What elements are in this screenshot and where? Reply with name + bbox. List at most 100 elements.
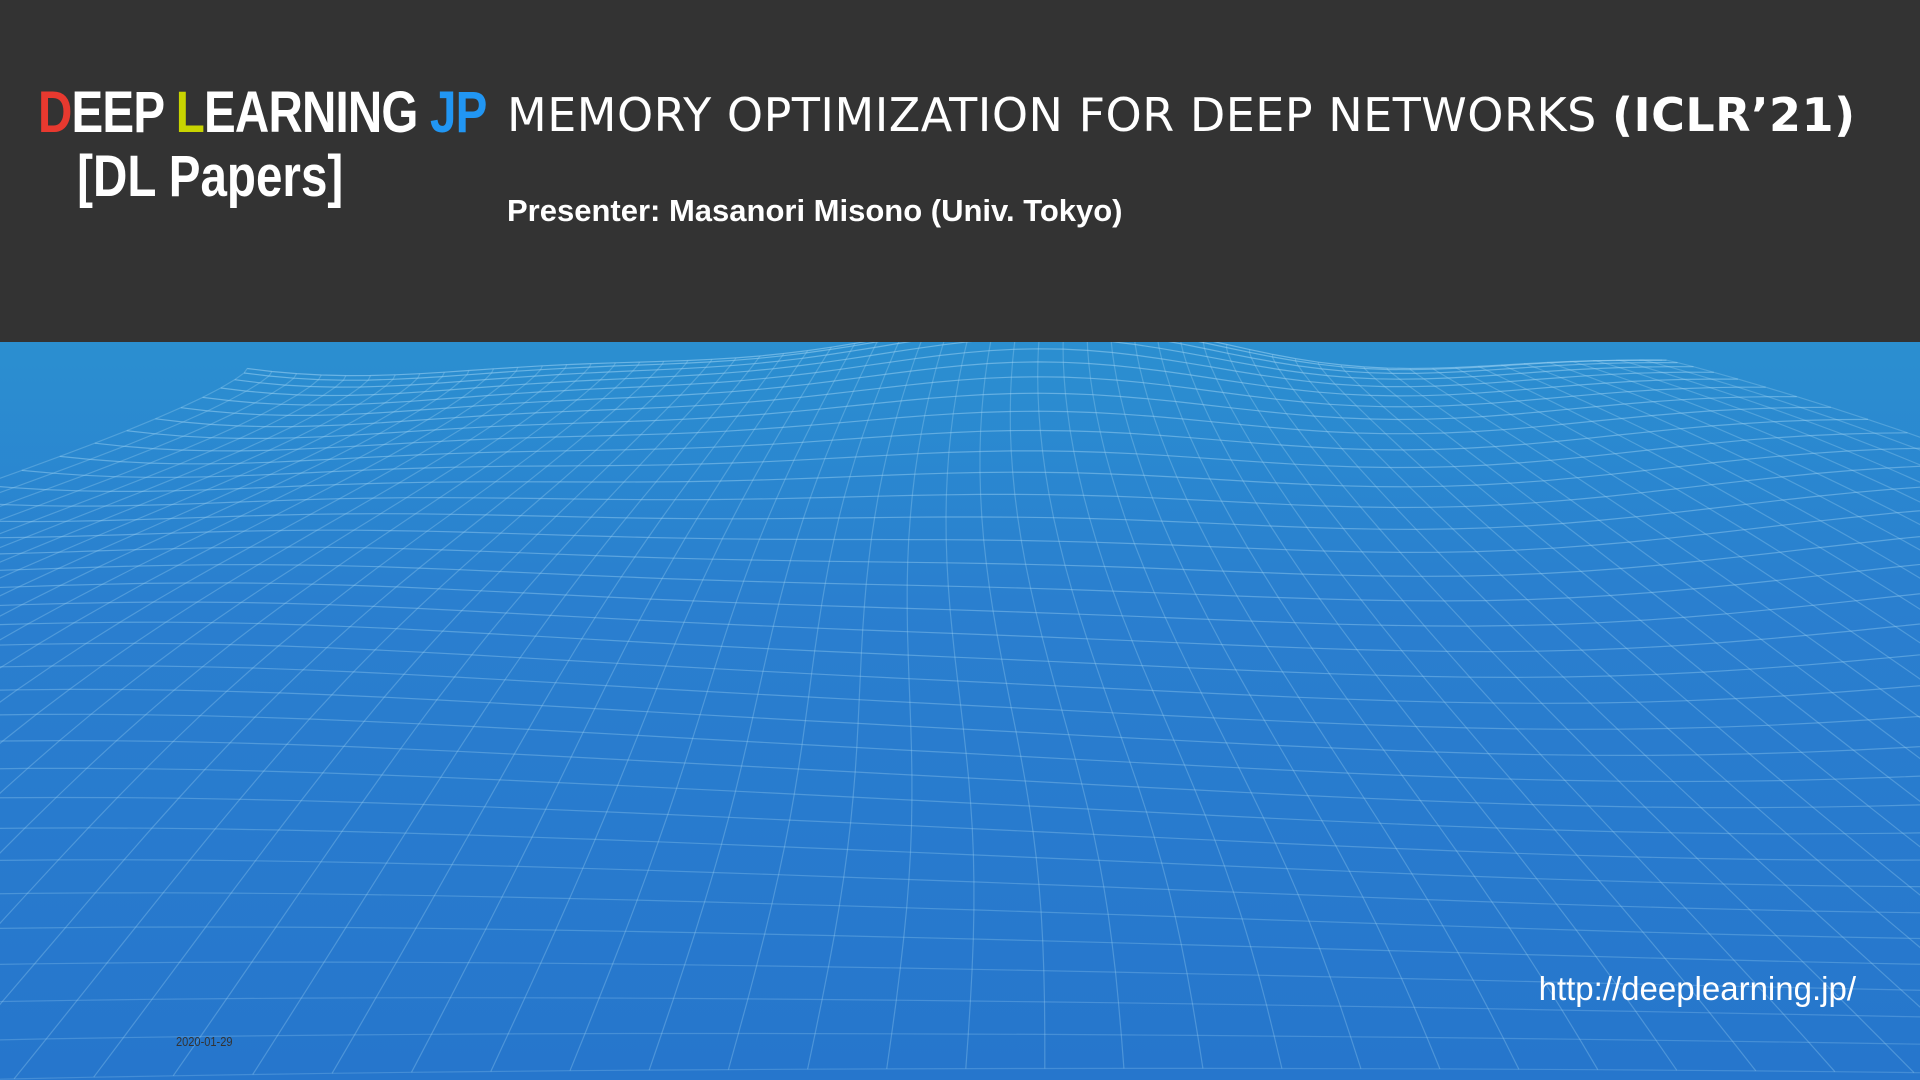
mesh-line <box>1110 342 1441 1070</box>
logo-wordmark: DEEP LEARNING JP <box>38 84 487 142</box>
mesh-line <box>0 713 1920 783</box>
mesh-line <box>1340 364 1920 848</box>
mesh-line <box>0 364 568 745</box>
mesh-line <box>490 346 832 1072</box>
mesh-line <box>1386 367 1920 760</box>
mesh-line <box>234 342 1678 388</box>
mesh-line <box>1523 363 1920 551</box>
mesh-line <box>1180 342 1678 1071</box>
mesh-line <box>21 432 1908 478</box>
mesh-line <box>0 465 1920 509</box>
mesh-line <box>0 486 1920 531</box>
mesh-line <box>0 375 372 549</box>
title-header-band: DEEP LEARNING JP [DL Papers] MEMORY OPTI… <box>0 0 1920 342</box>
mesh-line <box>1363 366 1920 803</box>
mesh-line <box>1432 367 1920 680</box>
mesh-line <box>886 342 945 1069</box>
website-url: http://deeplearning.jp/ <box>1538 970 1856 1007</box>
mesh-line <box>0 827 1920 888</box>
mesh-line <box>0 621 1920 679</box>
mesh-line <box>1615 359 1920 466</box>
slide-title-text: MEMORY OPTIMIZATION FOR DEEP NETWORKS <box>507 88 1597 142</box>
mesh-line <box>180 361 1738 416</box>
mesh-line <box>1062 342 1283 1069</box>
logo-segment: EARNING <box>204 80 430 145</box>
mesh-line <box>1455 366 1920 644</box>
mesh-line <box>0 665 1920 730</box>
mesh-line <box>0 365 543 703</box>
mesh-line <box>807 342 922 1070</box>
mesh-line <box>202 348 1714 406</box>
mesh-line <box>155 376 1766 428</box>
mesh-line <box>1409 368 1920 719</box>
mesh-line <box>0 371 273 494</box>
mesh-line <box>0 688 1920 757</box>
logo-segment: JP <box>429 80 487 145</box>
mesh-line <box>0 1067 1920 1080</box>
mesh-line <box>1134 342 1520 1070</box>
mesh-line <box>1009 342 1125 1069</box>
mesh-line <box>1157 342 1599 1071</box>
mesh-line <box>0 582 1920 627</box>
mesh-line <box>0 997 1920 1018</box>
mesh-line <box>410 350 809 1073</box>
mesh-line <box>0 536 1920 577</box>
mesh-line <box>0 563 1920 602</box>
mesh-line <box>0 368 495 641</box>
mesh-line <box>94 406 1831 452</box>
mesh-line <box>126 392 1797 439</box>
mesh-line <box>0 961 1920 991</box>
mesh-line <box>331 353 785 1074</box>
mesh-line <box>0 370 470 617</box>
mesh-line <box>220 342 1694 397</box>
mesh-line <box>1248 349 1915 1074</box>
mesh-line <box>0 892 1920 940</box>
mesh-line <box>1569 360 1920 503</box>
mesh-line <box>1294 358 1920 949</box>
mesh-line <box>13 360 689 1080</box>
mesh-line <box>0 375 347 535</box>
mesh-line <box>1086 342 1362 1069</box>
logo-segment: D <box>38 80 72 145</box>
mesh-line <box>0 642 1920 704</box>
mesh-line <box>0 371 445 597</box>
mesh-line <box>569 343 856 1071</box>
mesh-line <box>979 342 1046 1069</box>
mesh-line <box>0 361 665 1006</box>
mesh-line <box>0 926 1920 965</box>
mesh-line <box>945 342 975 1069</box>
mesh-line <box>1662 359 1920 438</box>
mesh-line <box>1271 354 1920 1008</box>
mesh-line <box>1317 362 1920 896</box>
mesh-line <box>727 342 900 1070</box>
mesh-line <box>93 358 713 1078</box>
dl-jp-logo: DEEP LEARNING JP [DL Papers] <box>38 84 487 206</box>
mesh-line <box>1225 344 1836 1073</box>
mesh-line <box>0 368 248 479</box>
mesh-line <box>1037 342 1204 1069</box>
mesh-line <box>1500 364 1920 579</box>
mesh-line <box>244 342 1667 381</box>
mesh-line <box>0 796 1920 861</box>
conference-tag: (ICLR’21) <box>1611 88 1856 142</box>
mesh-line <box>0 767 1920 835</box>
mesh-line <box>1592 360 1920 483</box>
mesh-line <box>1477 365 1920 610</box>
mesh-line <box>1639 359 1920 451</box>
slide-title: MEMORY OPTIMIZATION FOR DEEP NETWORKS (I… <box>507 88 1856 142</box>
slide-date: 2020-01-29 <box>176 1034 233 1049</box>
mesh-line <box>252 355 761 1075</box>
mesh-line <box>0 510 1920 554</box>
mesh-line <box>0 859 1920 914</box>
mesh-line <box>0 1032 1920 1045</box>
mesh-line <box>0 373 421 579</box>
mesh-line <box>0 374 322 521</box>
logo-segment: L <box>175 80 205 145</box>
mesh-line <box>1202 342 1757 1072</box>
mesh-line <box>247 342 1663 377</box>
mesh-line <box>172 357 737 1077</box>
mesh-line <box>0 374 396 563</box>
mesh-line <box>0 363 592 795</box>
mesh-line <box>0 373 298 508</box>
mesh-line <box>0 447 1920 492</box>
